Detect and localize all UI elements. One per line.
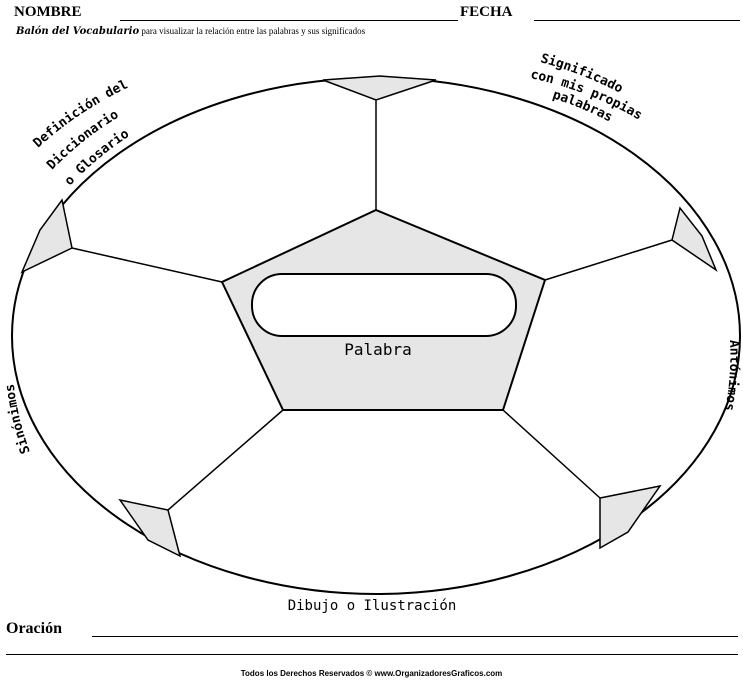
worksheet-description: para visualizar la relación entre las pa…	[141, 26, 366, 36]
date-field-line[interactable]	[534, 20, 740, 21]
left-top-patch	[20, 198, 73, 274]
right-bottom-patch	[599, 484, 662, 550]
sentence-line-1[interactable]	[92, 636, 738, 637]
name-field-line[interactable]	[120, 20, 458, 21]
name-label: NOMBRE	[14, 4, 82, 20]
sentence-label: Oración	[6, 620, 62, 637]
copyright-footer: Todos los Derechos Reservados © www.Orga…	[240, 669, 503, 678]
date-label: FECHA	[460, 4, 513, 20]
subtitle: Balón del Vocabulario para visualizar la…	[16, 26, 365, 37]
word-box[interactable]	[251, 273, 517, 337]
center-label: Palabra	[344, 340, 411, 359]
bottom-label: Dibujo o Ilustración	[288, 598, 457, 614]
sentence-line-2[interactable]	[6, 654, 738, 655]
left-bottom-patch	[118, 498, 182, 558]
worksheet-title: Balón del Vocabulario	[16, 26, 140, 37]
top-patch	[322, 75, 437, 101]
right-top-patch	[671, 206, 718, 273]
ball-seams	[71, 100, 673, 511]
